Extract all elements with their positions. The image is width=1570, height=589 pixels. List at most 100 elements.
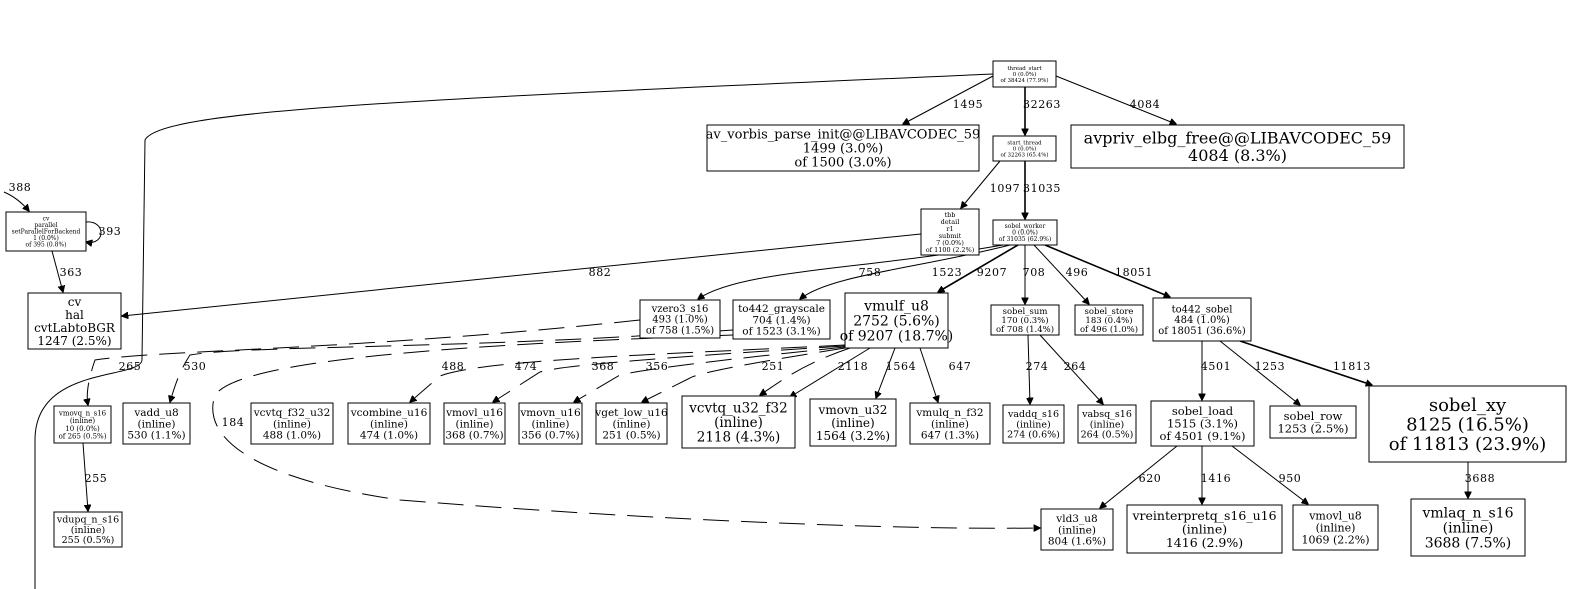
node-box [122,402,191,445]
node-vmovl-u16[interactable]: vmovl_u16(inline)368 (0.7%) [443,402,506,445]
edge-sobel_sum-vaddq [1028,334,1030,404]
node-title: cv [68,295,82,309]
node-vcombine[interactable]: vcombine_u16(inline)474 (1.0%) [347,402,431,445]
node-stat: 1253 (2.5%) [1277,421,1348,435]
edge-cv_parallel-cv_parallel [86,221,102,243]
node-title: to442_sobel [1172,304,1233,315]
node-stat: of 9207 (18.7%) [840,329,954,345]
node-vmovn-u16[interactable]: vmovn_u16(inline)356 (0.7%) [518,402,583,445]
node-title: start_thread [1007,141,1042,147]
node-box [639,299,721,339]
node-stat: 368 (0.7%) [445,430,503,442]
node-box [681,395,796,449]
node-stat: (inline) [1058,524,1096,536]
edge-sobel_worker-to442_sobel [1044,244,1170,297]
node-box [920,208,980,256]
node-box [1152,297,1252,342]
node-title: sobel_xy [1429,395,1507,416]
node-stat: (inline) [71,525,105,536]
node-vld3[interactable]: vld3_u8(inline)804 (1.6%) [1040,508,1114,551]
node-stat: 255 (0.5%) [62,535,115,546]
node-vcvtq-f32[interactable]: vcvtq_f32_u32(inline)488 (1.0%) [250,402,334,445]
node-vdupq[interactable]: vdupq_n_s16(inline)255 (0.5%) [53,511,123,548]
node-title: vmovn_u32 [818,403,888,417]
edge-label: 388 [9,181,32,194]
node-box [732,299,831,340]
node-vreinterp[interactable]: vreinterpretq_s16_u16(inline)1416 (2.9%) [1126,504,1283,554]
node-title: cv [43,216,50,223]
node-vaddq[interactable]: vaddq_s16(inline)274 (0.6%) [1002,404,1065,444]
edge-label: 488 [442,360,465,373]
node-stat: 1564 (3.2%) [816,429,890,443]
node-vmulq[interactable]: vmulq_n_f32(inline)647 (1.3%) [909,402,991,445]
edge-sobel_load-vld3 [1100,445,1178,508]
edge-label: 31035 [1023,182,1061,195]
node-stat: of 18051 (36.6%) [1158,326,1246,337]
edge-vmovq-vdupq [82,442,88,511]
node-box [844,292,949,349]
node-box [1040,508,1114,551]
node-box [1002,404,1065,444]
edge-label: 18051 [1115,266,1153,279]
node-box [1077,404,1137,444]
edge-label: 1495 [953,98,983,111]
node-title: vaddq_s16 [1007,409,1059,420]
node-vmovq[interactable]: vmovq_n_s16(inline)10 (0.0%)of 265 (0.5%… [53,405,112,444]
node-stat: 251 (0.5%) [602,430,660,442]
node-stat: of 758 (1.5%) [646,325,714,336]
edge-to442_gray-vadd_u8 [170,329,734,402]
node-vget-low[interactable]: vget_low_u16(inline)251 (0.5%) [594,402,668,445]
node-vcvtq-u32[interactable]: vcvtq_u32_f32(inline)2118 (4.3%) [681,395,796,449]
edge-label: 9207 [977,266,1007,279]
node-box [992,135,1057,162]
node-box [992,60,1057,88]
node-stat: of 395 (0.8%) [25,242,66,249]
edge-vmulf-vmulq [919,347,938,402]
node-box [909,402,991,445]
node-stat: 804 (1.6%) [1048,536,1106,548]
edge-label: 1416 [1201,472,1231,485]
node-stat: cvtLabtoBGR [34,321,116,335]
edge-sobel_sum-vabsq [1039,334,1103,404]
node-stat: 7 (0.0%) [936,239,964,247]
edge-label: 647 [949,360,972,373]
edge-label: 264 [1064,360,1087,373]
node-title: tbb [945,211,956,219]
edge-start_thread-tbb [961,160,1001,208]
node-box [443,402,506,445]
node-av-vorbis[interactable]: av_vorbis_parse_init@@LIBAVCODEC_591499 … [706,124,981,172]
node-vabsq[interactable]: vabsq_s16(inline)264 (0.5%) [1077,404,1137,444]
node-vmovl-u8[interactable]: vmovl_u8(inline)1069 (2.2%) [1292,504,1379,551]
edge-label: 356 [646,360,669,373]
edge-cv_parallel-cvtLabtoBGR [51,250,63,292]
edge-label: 1253 [1255,360,1285,373]
node-stat: 474 (1.0%) [360,430,418,442]
node-vmovn-u32[interactable]: vmovn_u32(inline)1564 (3.2%) [809,398,897,447]
node-stat: (inline) [531,418,569,430]
node-stat: of 4501 (9.1%) [1160,429,1246,443]
node-stat: parallel [34,222,57,229]
edge-label: 1097 [990,182,1020,195]
node-stat: 488 (1.0%) [263,430,321,442]
node-title: vdupq_n_s16 [56,515,119,526]
node-vmlaq[interactable]: vmlaq_n_s16(inline)3688 (7.5%) [1410,498,1526,557]
edge-label: 708 [1023,266,1046,279]
node-vadd-u8[interactable]: vadd_u8(inline)530 (1.1%) [122,402,191,445]
edge-label: 2118 [838,360,868,373]
